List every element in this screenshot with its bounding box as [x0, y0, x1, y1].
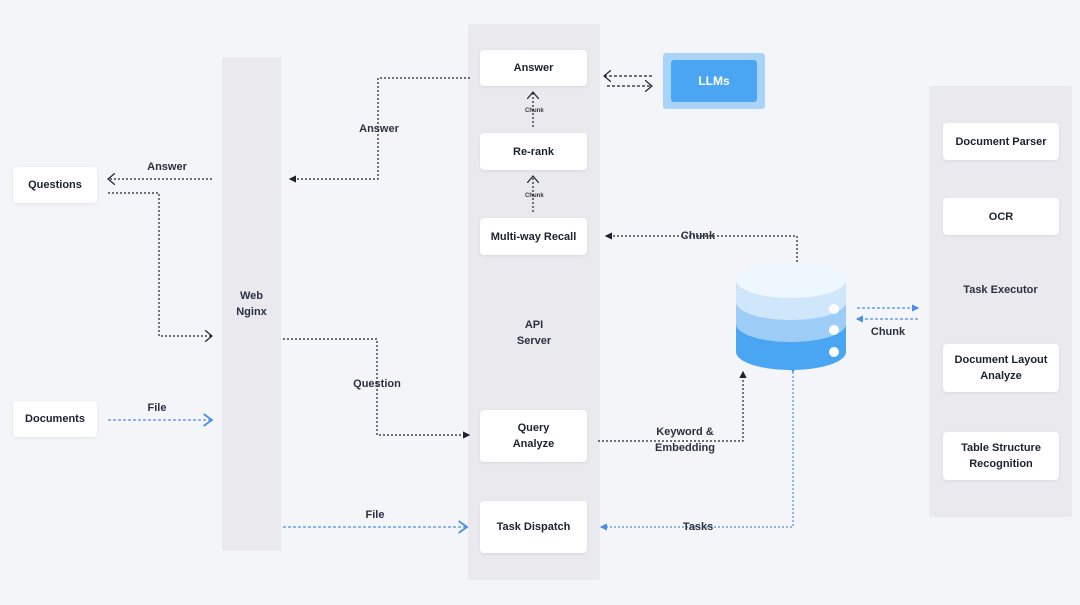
api-server-panel: [468, 24, 600, 580]
edge-label-file-documents: File: [147, 402, 167, 414]
multiway-recall-node: Multi-way Recall: [480, 218, 587, 255]
database-cylinder-icon: [736, 262, 846, 370]
edge-label-chunk-recall: Chunk: [525, 193, 544, 199]
edge-label-answer-nginx: Answer: [359, 123, 399, 135]
answer-node: Answer: [480, 50, 587, 86]
edge-chunk-db-recall: [604, 232, 798, 262]
rerank-node: Re-rank: [480, 133, 587, 170]
ocr-node: OCR: [943, 198, 1059, 235]
edge-label-question: Question: [353, 378, 401, 390]
task-executor-label: Task Executor: [963, 284, 1038, 296]
documents-node: Documents: [13, 401, 97, 437]
edge-label-keyword-embedding: Keyword &Embedding: [655, 426, 715, 454]
edge-question: [283, 338, 471, 439]
edge-label-chunk-db-recall: Chunk: [680, 230, 716, 242]
questions-node: Questions: [13, 167, 97, 203]
task-dispatch-node: Task Dispatch: [480, 501, 587, 553]
edge-label-file-dispatch: File: [365, 509, 385, 521]
edge-label-chunk-executor: Chunk: [870, 326, 906, 338]
document-parser-node: Document Parser: [943, 123, 1059, 160]
edge-questions-nginx: [108, 192, 212, 336]
edge-answer-nginx: [288, 77, 470, 183]
edge-label-chunk-rerank: Chunk: [525, 108, 544, 114]
edge-label-tasks: Tasks: [682, 521, 714, 533]
llms-node: LLMs: [671, 60, 757, 102]
edge-label-answer-questions: Answer: [147, 161, 187, 173]
web-nginx-panel: [222, 57, 281, 551]
